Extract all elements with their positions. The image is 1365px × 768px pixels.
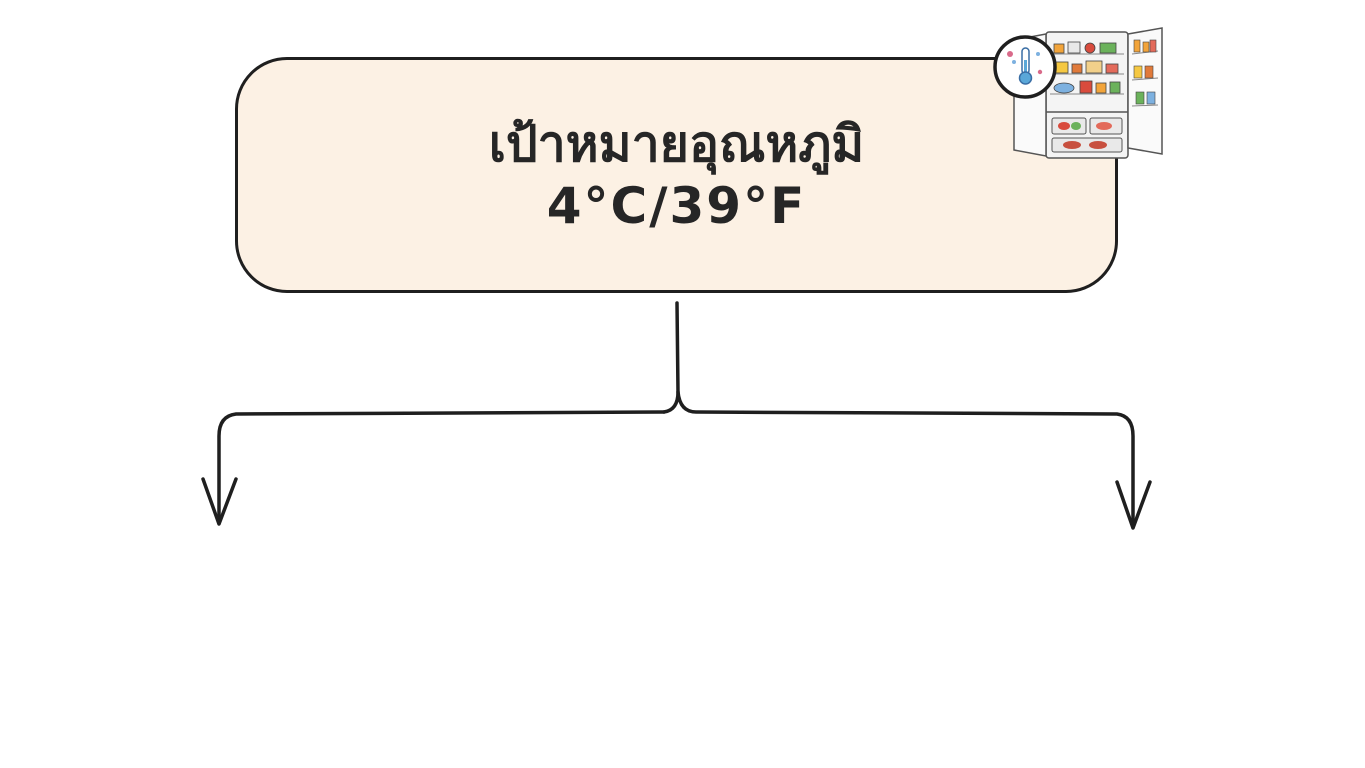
node-title: เป้าหมายอุณหภูมิ (488, 115, 865, 173)
arrowhead-right (1115, 480, 1152, 530)
fridge-with-thermometer-icon (993, 27, 1163, 159)
connector-right-branch (676, 390, 1135, 528)
arrowhead-left (201, 477, 238, 526)
connector-left-branch (217, 410, 666, 524)
connector-stem (662, 301, 680, 414)
node-temperature-value: 4°C/39°F (546, 177, 807, 235)
target-temperature-node: เป้าหมายอุณหภูมิ 4°C/39°F (235, 57, 1118, 293)
